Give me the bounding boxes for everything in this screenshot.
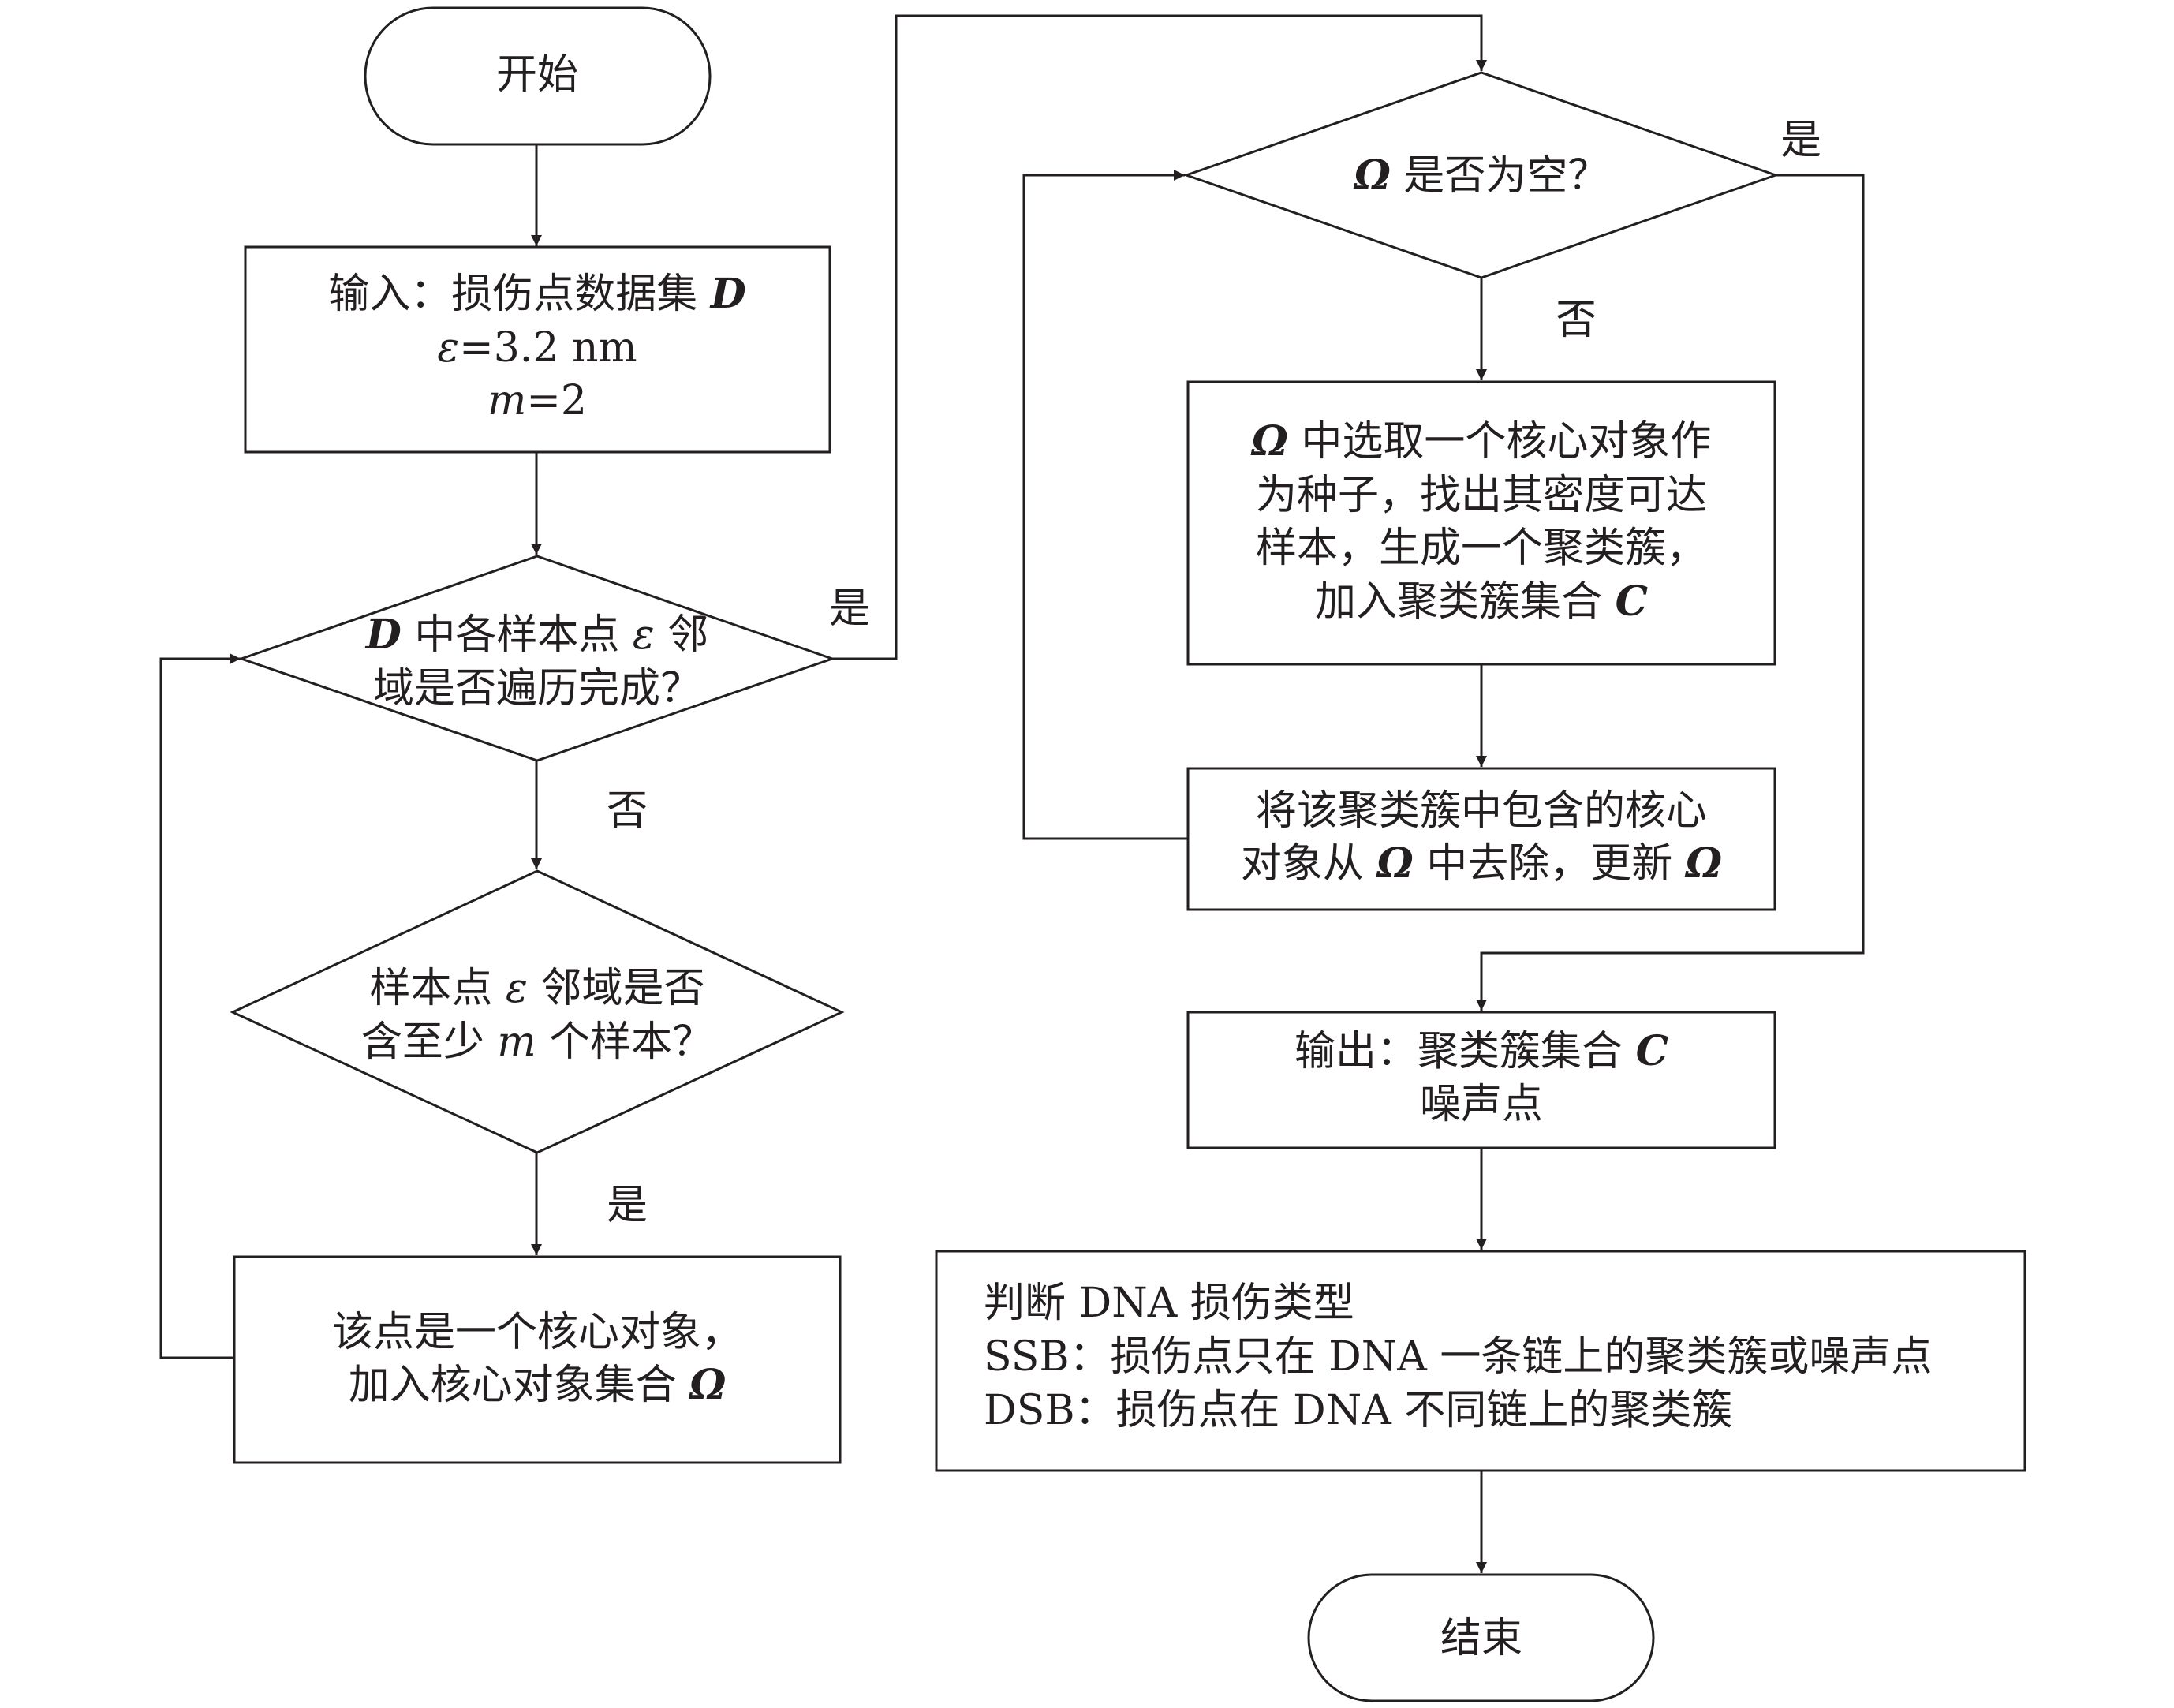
output-line-2: 噪声点 — [1420, 1081, 1543, 1128]
select-line-2: 为种子，找出其密度可达 — [1256, 472, 1707, 519]
core-line-1: 该点是一个核心对象， — [332, 1309, 742, 1356]
remove-line-1: 将该聚类簇中包含的核心 — [1256, 787, 1707, 835]
empty-question: Ω 是否为空？ — [1353, 151, 1609, 200]
input-line-2: ε=3.2 nm — [437, 324, 637, 372]
label-traverse-no: 否 — [607, 787, 648, 835]
label-empty-yes: 是 — [1780, 117, 1821, 164]
node-input: 输入：损伤点数据集 D ε=3.2 nm m=2 — [244, 245, 831, 454]
node-decision-empty: Ω 是否为空？ — [1182, 71, 1780, 279]
node-start: 开始 — [364, 6, 712, 146]
select-line-1: Ω 中选取一个核心对象作 — [1250, 417, 1712, 465]
judge-line-2: SSB：损伤点只在 DNA 一条链上的聚类簇或噪声点 — [984, 1333, 1932, 1381]
node-decision-contains: 样本点 ε 邻域是否 含至少 m 个样本？ — [230, 869, 845, 1154]
select-line-3: 样本，生成一个聚类簇， — [1256, 525, 1707, 572]
remove-line-2: 对象从 Ω 中去除，更新 Ω — [1241, 839, 1722, 888]
input-line-1: 输入：损伤点数据集 D — [328, 270, 746, 318]
node-select: Ω 中选取一个核心对象作 为种子，找出其密度可达 样本，生成一个聚类簇， 加入聚… — [1186, 380, 1776, 666]
edge-traverse-yes — [832, 14, 1487, 660]
edge-remove-loop-back — [1022, 170, 1188, 840]
contains-line-1: 样本点 ε 邻域是否 — [370, 965, 705, 1012]
input-line-3: m=2 — [487, 377, 587, 424]
contains-line-2: 含至少 m 个样本？ — [361, 1018, 713, 1066]
traverse-line-2: 域是否遍历完成？ — [373, 665, 701, 712]
output-line-1: 输出：聚类簇集合 C — [1294, 1027, 1668, 1075]
edge-empty-yes — [1476, 174, 1865, 1011]
start-label: 开始 — [496, 51, 578, 99]
end-label: 结束 — [1440, 1615, 1522, 1662]
node-output: 输出：聚类簇集合 C 噪声点 — [1186, 1011, 1776, 1149]
node-remove: 将该聚类簇中包含的核心 对象从 Ω 中去除，更新 Ω — [1186, 767, 1776, 911]
core-line-2: 加入核心对象集合 Ω — [349, 1361, 727, 1409]
edge-core-loop-back — [159, 653, 241, 1359]
traverse-line-1: D 中各样本点 ε 邻 — [364, 611, 709, 659]
edges — [159, 14, 1865, 1573]
edge-labels: 是 否 是 是 否 — [607, 117, 1821, 1229]
select-line-4: 加入聚类簇集合 C — [1315, 577, 1648, 626]
node-judge: 判断 DNA 损伤类型 SSB：损伤点只在 DNA 一条链上的聚类簇或噪声点 D… — [935, 1250, 2026, 1472]
label-contains-yes: 是 — [607, 1182, 648, 1229]
judge-line-1: 判断 DNA 损伤类型 — [984, 1280, 1354, 1327]
node-decision-traverse: D 中各样本点 ε 邻 域是否遍历完成？ — [237, 555, 836, 762]
label-traverse-yes: 是 — [829, 585, 870, 633]
node-end: 结束 — [1307, 1573, 1655, 1702]
judge-line-3: DSB：损伤点在 DNA 不同链上的聚类簇 — [984, 1387, 1732, 1434]
node-core: 该点是一个核心对象， 加入核心对象集合 Ω — [233, 1255, 842, 1464]
label-empty-no: 否 — [1556, 297, 1597, 344]
